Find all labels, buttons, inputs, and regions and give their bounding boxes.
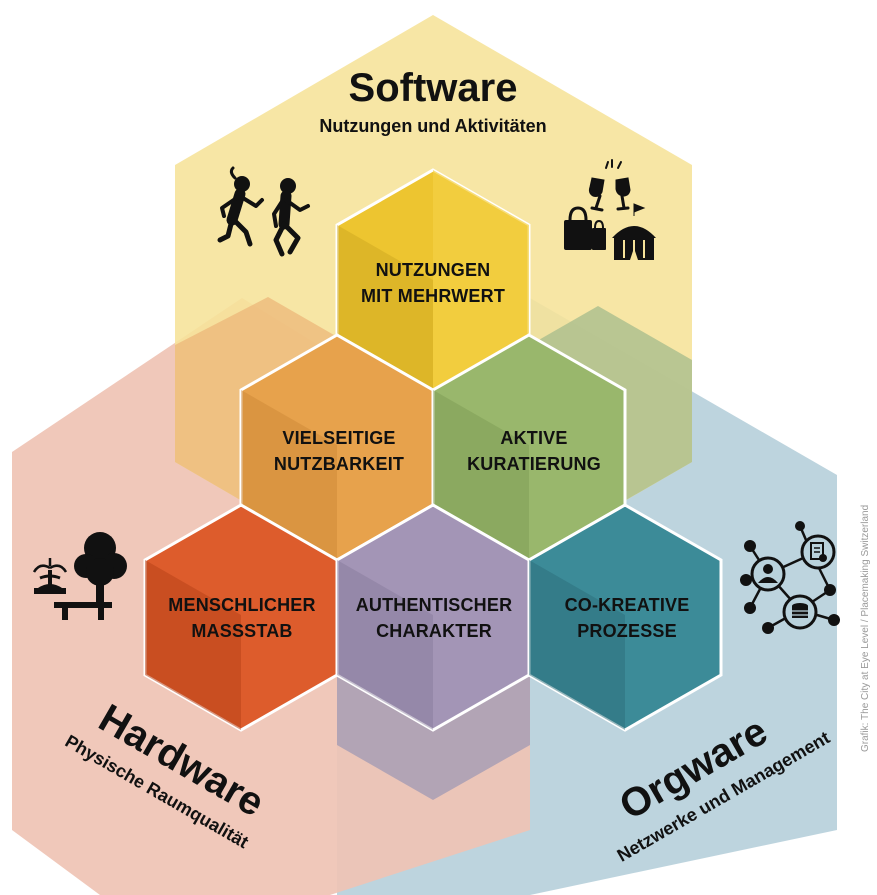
shopping-bags-icon [564, 206, 606, 250]
nutzungen-label-line2: MIT MEHRWERT [361, 286, 505, 306]
aktive-label-line1: AKTIVE [500, 428, 567, 448]
software-title: Software [349, 66, 518, 110]
nutzungen-label-line1: NUTZUNGEN [376, 260, 491, 280]
authentischer-label-line2: CHARAKTER [376, 621, 492, 641]
vielseitige-label-line2: NUTZBARKEIT [274, 454, 404, 474]
cokreative-label-line1: CO-KREATIVE [565, 595, 690, 615]
image-credit: Grafik: The City at Eye Level / Placemak… [860, 505, 871, 752]
menschlicher-label-line2: MASSSTAB [191, 621, 292, 641]
menschlicher-label-line1: MENSCHLICHER [168, 595, 315, 615]
park-fountain-tree-bench-icon [32, 532, 127, 620]
toast-glasses-icon [588, 159, 631, 212]
aktive-label-line2: KURATIERUNG [467, 454, 601, 474]
network-nodes-icon [740, 521, 840, 634]
software-subtitle: Nutzungen und Aktivitäten [319, 116, 546, 136]
vielseitige-label-line1: VIELSEITIGE [282, 428, 395, 448]
authentischer-label-line1: AUTHENTISCHER [356, 595, 513, 615]
people-walking-icon [217, 166, 310, 257]
circus-tent-icon [612, 203, 656, 260]
hex-co-kreative-prozesse [527, 503, 723, 732]
cokreative-label-line2: PROZESSE [577, 621, 677, 641]
hex-nutzungen-mit-mehrwert [335, 168, 531, 392]
hex-aktive-kuratierung [431, 333, 627, 562]
